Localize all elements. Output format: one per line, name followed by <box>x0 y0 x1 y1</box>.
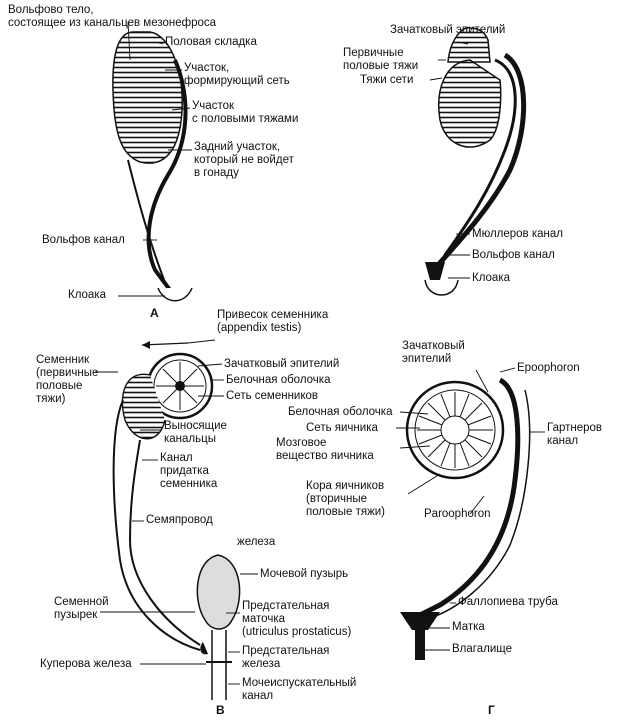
panel-b-drawing <box>424 27 527 296</box>
label-genital-fold: Половая складка <box>165 36 257 48</box>
label-efferent-ducts: Выносящие канальцы <box>164 420 227 445</box>
label-medulla: Мозговое вещество яичника <box>276 437 374 462</box>
label-vas-deferens: Семяпровод <box>146 514 213 526</box>
label-gartner: Гартнеров канал <box>547 422 603 447</box>
label-net-cords: Тяжи сети <box>360 74 414 86</box>
panel-letter-v: В <box>216 703 225 717</box>
label-fallopian: Фаллопиева труба <box>458 596 558 608</box>
label-gland: железа <box>237 536 276 548</box>
label-tunica-albuginea-v: Белочная оболочка <box>226 374 331 386</box>
label-seminal-vesicle: Семенной пузырек <box>54 596 109 621</box>
panel-letter-a: А <box>150 306 159 320</box>
panel-g-drawing <box>396 367 545 660</box>
label-paroophoron: Paroophoron <box>424 508 491 520</box>
label-epoophoron: Epoophoron <box>517 362 580 374</box>
label-primary-cords: Первичные половые тяжи <box>343 47 419 72</box>
label-cord-region: Участок с половыми тяжами <box>192 100 299 125</box>
label-cloaca-a: Клоака <box>68 289 107 301</box>
label-germ-epithelium-v: Зачатковый эпителий <box>224 358 340 370</box>
label-germ-epithelium-g: Зачатковый эпителий <box>402 340 465 365</box>
panel-v-drawing <box>95 339 258 700</box>
label-wolff-body: Вольфово тело, состоящее из канальцев ме… <box>8 4 217 29</box>
label-germ-epithelium-b: Зачатковый эпителий <box>390 24 506 36</box>
label-wolff-duct-a: Вольфов канал <box>42 234 125 246</box>
label-urethra: Мочеиспускательный канал <box>242 677 357 702</box>
label-rete-testis: Сеть семенников <box>226 390 319 402</box>
label-net-region: Участок, формирующий сеть <box>184 62 290 87</box>
label-appendix-testis: Привесок семенника (appendix testis) <box>217 309 329 334</box>
label-muller-duct: Мюллеров канал <box>472 228 564 240</box>
label-vagina: Влагалище <box>452 643 512 655</box>
label-rete-ovarii: Сеть яичника <box>306 422 378 434</box>
panel-a-drawing <box>112 21 193 302</box>
label-epididymis-duct: Канал придатка семенника <box>160 452 218 490</box>
label-wolff-duct-b: Вольфов канал <box>472 249 555 261</box>
label-tunica-albuginea-g: Белочная оболочка <box>288 406 393 418</box>
label-posterior-region: Задний участок, который не войдет в гона… <box>194 141 294 179</box>
label-cortex: Кора яичников (вторичные половые тяжи) <box>306 480 386 518</box>
panel-letter-g: Г <box>488 703 495 717</box>
label-cowper: Куперова железа <box>40 658 132 670</box>
label-cloaca-b: Клоака <box>472 272 511 284</box>
label-utriculus: Предстательная маточка (utriculus prosta… <box>242 600 352 638</box>
label-prostate: Предстательная железа <box>242 645 330 670</box>
label-testis: Семенник (первичные половые тяжи) <box>36 354 99 405</box>
label-bladder: Мочевой пузырь <box>260 568 349 580</box>
label-uterus: Матка <box>452 621 485 633</box>
